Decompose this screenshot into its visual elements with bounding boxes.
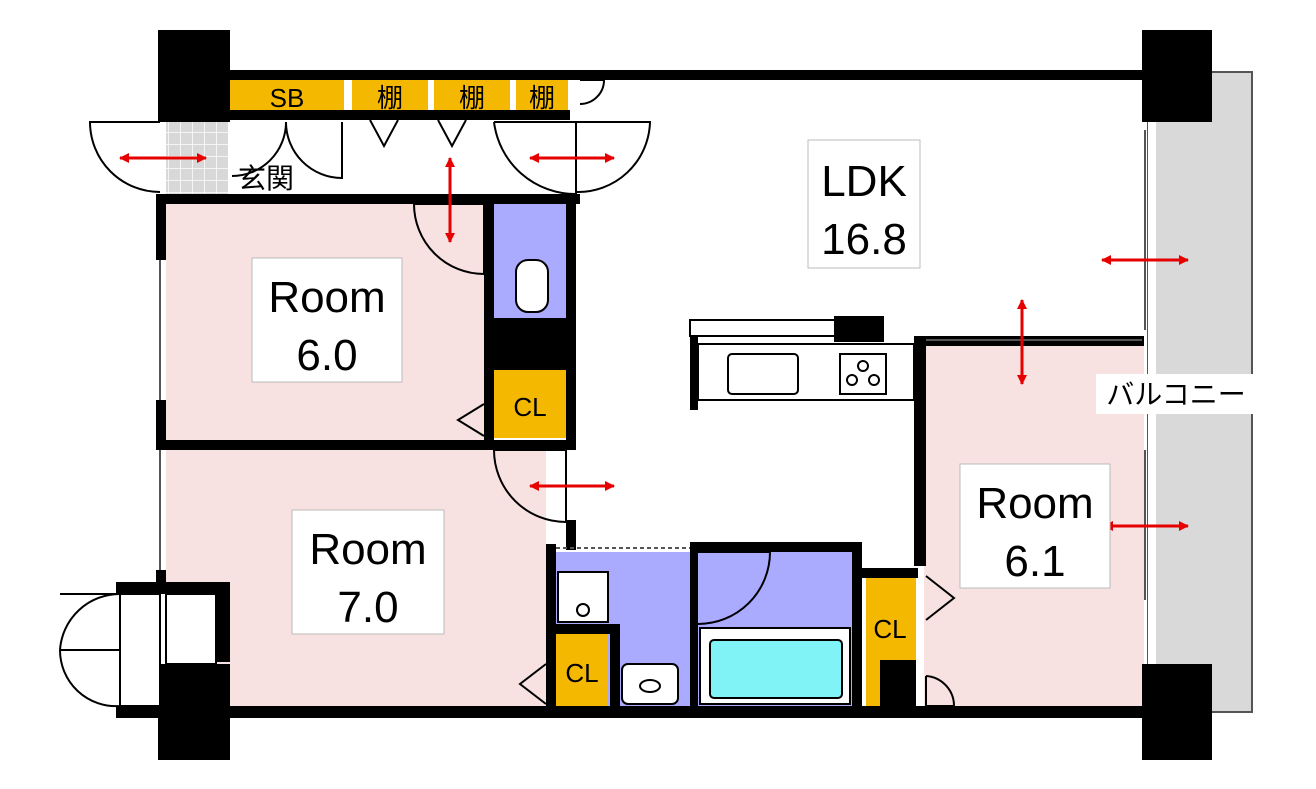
room-b-name: Room bbox=[309, 525, 426, 574]
shelf-2-label: 棚 bbox=[459, 83, 485, 113]
walls bbox=[116, 30, 1212, 760]
closet-b bbox=[556, 634, 608, 706]
washing-machine-icon bbox=[557, 571, 609, 623]
sink-icon bbox=[621, 663, 679, 705]
room-a-label-box bbox=[251, 257, 403, 383]
closet-c-label: CL bbox=[873, 614, 906, 644]
shelf-toilet-label: 棚 bbox=[498, 332, 524, 362]
entrance-label: 玄関 bbox=[238, 163, 294, 194]
room-b-size: 7.0 bbox=[337, 583, 398, 632]
room-c-label-box bbox=[959, 463, 1111, 589]
room-a-name: Room bbox=[268, 273, 385, 322]
shoe-box-label: SB bbox=[270, 83, 305, 113]
closet-a-label: CL bbox=[513, 392, 546, 422]
ventilation-arrows bbox=[119, 153, 1189, 531]
balcony-label: バルコニー bbox=[1106, 379, 1245, 410]
ldk-label-box bbox=[807, 139, 921, 269]
ldk-name: LDK bbox=[821, 157, 907, 206]
shelf-3 bbox=[516, 80, 568, 114]
window-lines bbox=[159, 130, 1146, 600]
shelf-3-label: 棚 bbox=[529, 83, 555, 113]
room-c-name: Room bbox=[976, 479, 1093, 528]
ldk-size: 16.8 bbox=[821, 215, 907, 264]
shelf-2 bbox=[434, 80, 510, 114]
kitchen-sink-icon bbox=[727, 353, 799, 395]
room-b-label-box bbox=[291, 509, 445, 635]
closet-b-label: CL bbox=[565, 658, 598, 688]
closet-a bbox=[493, 370, 567, 438]
toilet-icon bbox=[515, 259, 549, 313]
room-c-size: 6.1 bbox=[1004, 537, 1065, 586]
room-a-size: 6.0 bbox=[296, 331, 357, 380]
shelf-1 bbox=[352, 80, 428, 114]
shoe-box bbox=[230, 80, 344, 114]
shelf-1-label: 棚 bbox=[377, 83, 403, 113]
door-swings bbox=[58, 79, 956, 708]
